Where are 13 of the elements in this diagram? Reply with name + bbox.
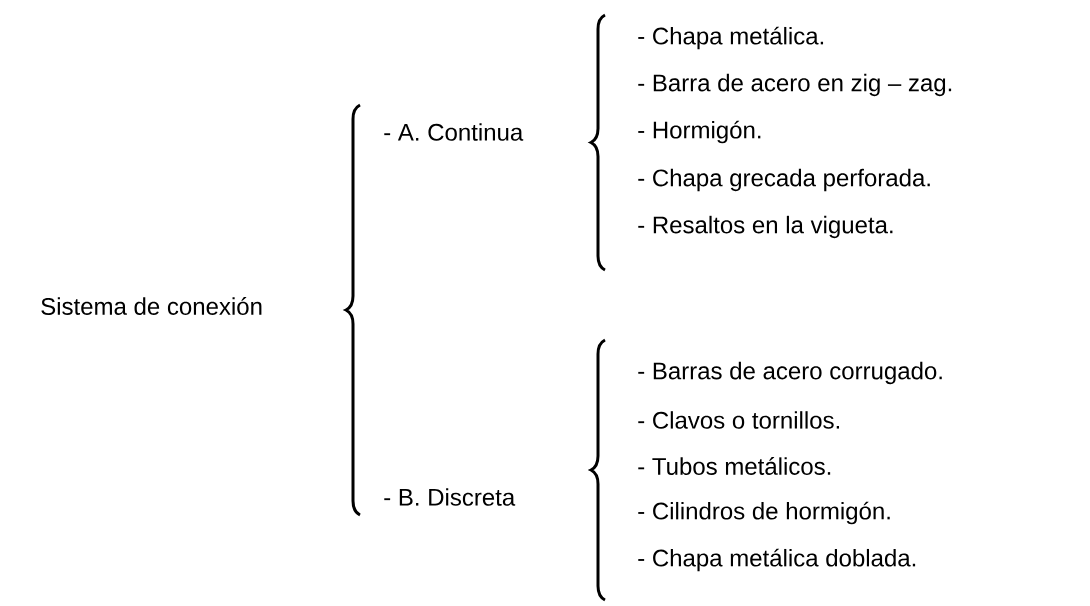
list-item: Sistema de conexión (41, 297, 262, 315)
list-item: - Chapa metálica doblada. (638, 548, 916, 572)
list-item: - A. Continua (384, 123, 524, 141)
list-item: - Barras de acero corrugado. (638, 361, 942, 385)
list-item: - Chapa grecada perforada. (638, 168, 930, 192)
list-item: - Clavos o tornillos. (638, 411, 840, 429)
list-item: - Resaltos en la vigueta. (638, 215, 893, 239)
list-item: - Cilindros de hormigón. (638, 501, 890, 525)
list-item: - B. Discreta (384, 488, 516, 506)
list-item: - Hormigón. (638, 120, 761, 144)
list-item: - Barra de acero en zig – zag. (638, 73, 952, 97)
list-item: - Tubos metálicos. (638, 457, 831, 475)
list-item: - Chapa metálica. (638, 26, 824, 50)
